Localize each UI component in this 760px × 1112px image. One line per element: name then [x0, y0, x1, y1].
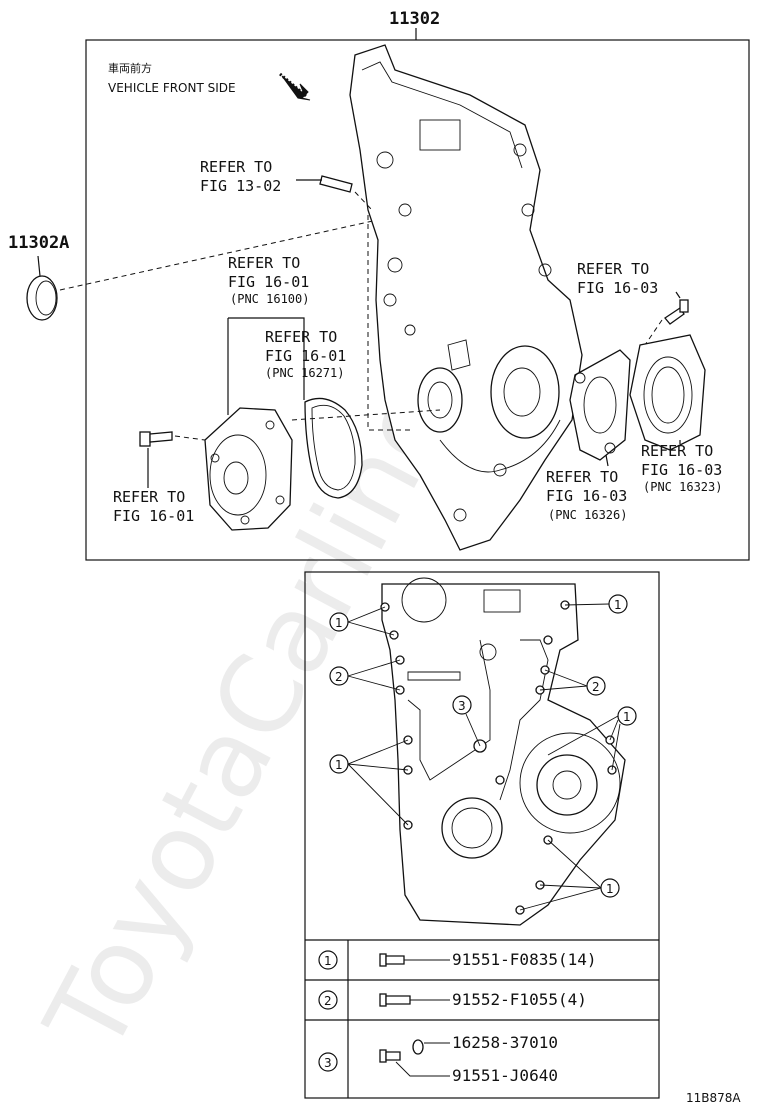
bolt-3-icon	[379, 1049, 401, 1063]
callout-1-top-left[interactable]: 1	[329, 606, 395, 636]
ref-fig1302-line2[interactable]: FIG 13-02	[200, 177, 281, 195]
ref-fig1601a-line2[interactable]: FIG 16-01	[228, 273, 309, 291]
cover-dashed-guide	[367, 215, 410, 431]
table-row-2-part-0: 91552-F1055(4)	[452, 990, 587, 1009]
dowel-pin-icon	[412, 1039, 424, 1055]
ref-fig1302-line1: REFER TO	[200, 158, 272, 176]
callout-2-right-label: 2	[592, 680, 600, 694]
ref-fig1603a-line2[interactable]: FIG 16-03	[577, 279, 658, 297]
ref-fig1601c-line1: REFER TO	[113, 488, 185, 506]
table-row-1-part-0: 91551-F0835(14)	[452, 950, 597, 969]
top-panel-frame	[85, 39, 750, 561]
callout-1-mid-left-label: 1	[335, 758, 343, 772]
table-row-1[interactable]: 1 91551-F0835(14)	[318, 950, 597, 970]
fig1603a-leader	[675, 291, 681, 299]
water-inlet-part[interactable]	[629, 334, 706, 451]
pump-bolt-guide	[174, 435, 206, 441]
timing-cover-bolt-map	[380, 577, 626, 926]
ref-fig1603b-line1: REFER TO	[641, 442, 713, 460]
seal-dashed-guide	[59, 214, 401, 291]
oil-seal-part[interactable]	[26, 275, 58, 321]
callout-1-mid-right-label: 1	[623, 710, 631, 724]
bolt-2-icon	[379, 993, 411, 1007]
orientation-japanese: 車両前方	[108, 61, 152, 75]
ref-fig1601b-pnc: (PNC 16271)	[265, 366, 344, 380]
bottom-panel-frame	[304, 571, 660, 1099]
callout-3[interactable]: 3	[452, 695, 481, 747]
ref-fig1603c-pnc: (PNC 16326)	[548, 508, 627, 522]
timing-cover-drawing[interactable]	[349, 44, 583, 551]
callout-1-top-right-label: 1	[614, 598, 622, 612]
seal-number-label[interactable]: 11302A	[8, 233, 69, 253]
assembly-number-label[interactable]: 11302	[389, 9, 440, 29]
table-row-2[interactable]: 2 91552-F1055(4)	[318, 990, 587, 1010]
table-row-3-part-0: 16258-37010	[452, 1033, 558, 1052]
fig1601a-leader	[227, 317, 305, 415]
callout-2-right[interactable]: 2	[539, 669, 606, 696]
ref-fig1603c-line2[interactable]: FIG 16-03	[546, 487, 627, 505]
table-row-2-key: 2	[324, 994, 332, 1008]
table-row-1-key: 1	[324, 954, 332, 968]
orientation-english: VEHICLE FRONT SIDE	[108, 81, 236, 95]
ref-fig1601c-line2[interactable]: FIG 16-01	[113, 507, 194, 525]
figure-code: 11B878A	[686, 1091, 741, 1105]
callout-1-bottom-right-label: 1	[606, 882, 614, 896]
ref-fig1603c-line1: REFER TO	[546, 468, 618, 486]
pump-dashed-guide	[291, 409, 441, 421]
fig1603c-leader	[605, 454, 609, 467]
pump-bolt-part	[139, 431, 173, 447]
ref-fig1603b-line2[interactable]: FIG 16-03	[641, 461, 722, 479]
seal-leader	[37, 255, 41, 277]
callout-1-mid-right[interactable]: 1	[547, 706, 637, 771]
ref-fig1603a-line1: REFER TO	[577, 260, 649, 278]
callout-3-label: 3	[458, 699, 466, 713]
ref-fig1603b-pnc: (PNC 16323)	[643, 480, 722, 494]
table-row-3-key: 3	[324, 1056, 332, 1070]
callout-1-bottom-right[interactable]: 1	[519, 839, 620, 911]
stud-bolt-part	[319, 175, 353, 193]
ref-fig1601b-line2[interactable]: FIG 16-01	[265, 347, 346, 365]
inlet-bolt-part	[664, 299, 689, 325]
ref-fig1601a-pnc: (PNC 16100)	[230, 292, 309, 306]
table-row-3-part-1: 91551-J0640	[452, 1066, 558, 1085]
stud-dashed-guide	[354, 191, 373, 211]
callout-1-mid-left[interactable]: 1	[329, 739, 409, 826]
callout-1-top-left-label: 1	[335, 616, 343, 630]
callout-2-left[interactable]: 2	[329, 659, 401, 691]
inlet-gasket-part[interactable]	[569, 349, 631, 461]
vehicle-front-arrow-icon	[279, 72, 311, 101]
table-row-3[interactable]: 3 16258-37010 91551-J0640	[318, 1033, 558, 1085]
ref-fig1601a-line1: REFER TO	[228, 254, 300, 272]
bolt-table: 1 91551-F0835(14) 2 91552-F1055(4) 3 162…	[305, 939, 659, 1098]
bolt-1-icon	[379, 953, 405, 967]
callout-1-top-right[interactable]: 1	[564, 594, 628, 614]
ref-fig1601b-line1: REFER TO	[265, 328, 337, 346]
water-pump-part[interactable]	[204, 407, 293, 531]
callout-2-left-label: 2	[335, 670, 343, 684]
